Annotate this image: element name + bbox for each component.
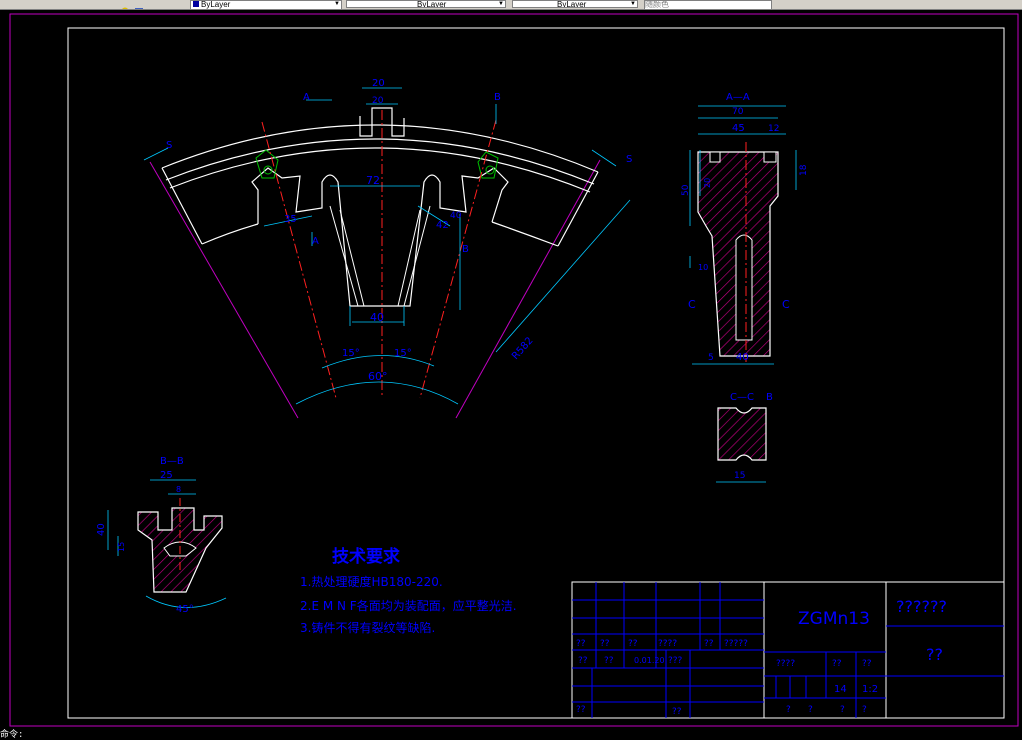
title-cell: ????? [724, 639, 748, 649]
title-cell: ???? [776, 659, 795, 669]
requirement-item: 3.铸件不得有裂纹等缺陷. [300, 620, 435, 635]
layer-state-icon[interactable] [120, 0, 130, 9]
section-cc-view: C—C B 15 [716, 392, 773, 483]
scale-value: 1:2 [862, 684, 878, 695]
tech-requirements-title: 技术要求 [332, 546, 400, 567]
dim-label: 15° [394, 348, 412, 359]
dim-label: 20 [703, 178, 712, 188]
sheet-border [9, 13, 1019, 727]
title-cell: ?? [576, 639, 586, 649]
section-title: A—A [726, 92, 750, 103]
section-label: B [766, 392, 773, 403]
chevron-down-icon: ▼ [498, 1, 504, 7]
drawing-number: ?? [926, 645, 943, 664]
technical-requirements: 技术要求 1.热处理硬度HB180-220. 2.E M N F各面均为装配面，… [300, 546, 517, 635]
section-label: S [166, 140, 172, 151]
lineweight-control[interactable]: ByLayer ▼ [512, 0, 638, 8]
layer-tool-icon[interactable] [134, 0, 144, 9]
dim-label: 70 [732, 107, 744, 117]
title-cell: ?? [672, 707, 682, 717]
dim-label: 40 [370, 311, 384, 324]
dim-label: 60° [368, 370, 388, 383]
plotstyle-control[interactable]: 随颜色 [644, 0, 772, 9]
section-title: B—B [160, 456, 184, 467]
section-label: A [312, 236, 319, 247]
title-cell: ?? [704, 639, 714, 649]
dim-label: 15 [117, 542, 126, 552]
main-view: 20 20 72 40 35 15° 15° 60° 42 40 R582 A … [143, 78, 632, 419]
dim-label: 40 [450, 211, 462, 221]
material-label: ZGMn13 [798, 609, 870, 629]
dim-label: 25 [160, 470, 173, 481]
title-cell: ?? [578, 656, 588, 666]
dim-label: R582 [510, 335, 536, 362]
dim-label: 18 [799, 164, 809, 176]
section-bb-view: B—B 25 8 40 15 45° [96, 456, 227, 615]
dim-label: 20 [372, 96, 384, 106]
title-cell: ?? [862, 659, 872, 669]
part-name: ?????? [896, 597, 947, 616]
drawing-frame [67, 27, 1005, 719]
chevron-down-icon: ▼ [630, 1, 636, 7]
dim-label: 72 [366, 174, 380, 187]
title-cell: ? [840, 705, 845, 715]
title-cell: ?? [600, 639, 610, 649]
quantity-value: 14 [834, 684, 847, 695]
dim-label: 8 [176, 485, 181, 494]
dim-label: 50 [681, 184, 691, 196]
section-label: B [462, 244, 469, 255]
title-cell: ??? [668, 656, 683, 666]
dim-label: 20 [372, 78, 385, 89]
color-control[interactable]: ByLayer ▼ [190, 0, 342, 9]
dim-label: 15° [342, 348, 360, 359]
section-label: C [688, 298, 696, 311]
dim-label: 35 [284, 214, 297, 225]
section-label: B [494, 92, 501, 103]
chevron-down-icon: ▼ [334, 1, 340, 7]
title-cell: ?? [604, 656, 614, 666]
title-cell: ? [862, 705, 867, 715]
dim-label: 12 [768, 124, 779, 134]
dim-label: 42 [436, 220, 449, 231]
section-title: C—C [730, 392, 754, 403]
title-cell: ?? [628, 639, 638, 649]
dim-label: 45 [732, 123, 745, 134]
properties-toolbar: ByLayer ▼ ByLayer ▼ ByLayer ▼ 随颜色 [0, 0, 1022, 10]
title-cell: ?? [832, 659, 842, 669]
dim-label: 40 [96, 523, 107, 536]
section-label: S [626, 154, 632, 165]
title-block [571, 581, 1005, 719]
section-label: C [782, 298, 790, 311]
section-label: A [303, 92, 310, 103]
section-aa-view: A—A 70 45 12 18 50 20 10 40 5 C C [681, 92, 809, 365]
dim-label: 5 [708, 353, 714, 363]
linetype-control[interactable]: ByLayer ▼ [346, 0, 506, 8]
dim-label: 40 [736, 352, 749, 363]
title-cell: ???? [658, 639, 677, 649]
title-cell: ?? [576, 705, 586, 715]
color-swatch-icon [193, 1, 199, 7]
title-cell: 0.01.20 [634, 656, 665, 665]
dim-label: 45° [176, 604, 194, 615]
command-line-area[interactable] [0, 730, 1022, 740]
requirement-item: 1.热处理硬度HB180-220. [300, 574, 443, 589]
dim-label: 15 [734, 471, 745, 481]
title-cell: ? [786, 705, 791, 715]
title-cell: ? [808, 705, 813, 715]
requirement-item: 2.E M N F各面均为装配面，应平整光洁. [300, 598, 517, 613]
dim-label: 10 [698, 263, 708, 272]
command-prompt: 命令: [0, 730, 24, 740]
